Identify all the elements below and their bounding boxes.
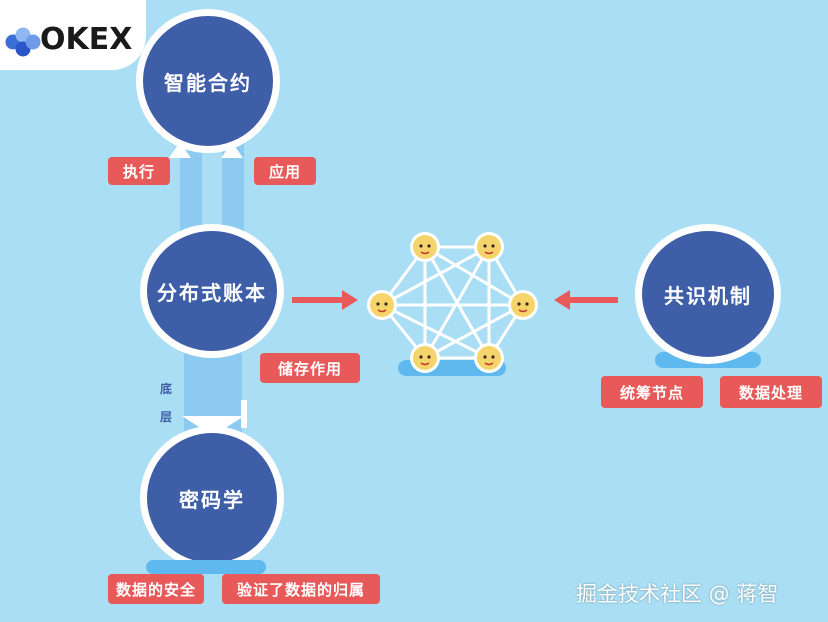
- consensus-node: 共识机制: [635, 224, 781, 364]
- left-arrow-icon: [554, 290, 618, 310]
- network-node-icon: [410, 232, 440, 262]
- pillar-edge-icon: [241, 400, 247, 428]
- network-node-icon: [474, 343, 504, 373]
- crypto-node-shadow: [146, 560, 266, 574]
- tag-execute: 执行: [108, 157, 170, 185]
- tag-data-processing: 数据处理: [720, 376, 822, 408]
- upper-left-pillar: [180, 140, 202, 240]
- crypto-node: 密码学: [140, 426, 284, 570]
- up-arrows-icon: [169, 142, 243, 158]
- network-node-icons: [367, 232, 538, 373]
- right-arrow-icon: [292, 290, 358, 310]
- logo-badge: OKEX: [0, 0, 146, 70]
- tag-storage: 储存作用: [260, 353, 360, 383]
- tag-coordinate-nodes: 统筹节点: [601, 376, 703, 408]
- ledger-node: 分布式账本: [140, 224, 284, 358]
- node-network-graphic: [367, 232, 538, 376]
- network-node-icon: [508, 290, 538, 320]
- tag-apply: 应用: [254, 157, 316, 185]
- watermark-text: 掘金技术社区 @ 蒋智: [576, 582, 779, 606]
- base-label-1: 底: [160, 382, 173, 396]
- upper-right-pillar: [222, 140, 244, 240]
- tag-data-ownership: 验证了数据的归属: [222, 574, 380, 604]
- smart-contract-node: 智能合约: [136, 9, 280, 153]
- network-node-icon: [474, 232, 504, 262]
- logo-text: OKEX: [40, 22, 133, 57]
- tag-data-security: 数据的安全: [108, 574, 204, 604]
- base-label-2: 层: [160, 410, 173, 424]
- network-node-icon: [367, 290, 397, 320]
- network-node-icon: [410, 343, 440, 373]
- okex-logo-icon: [5, 27, 41, 57]
- network-links: [380, 245, 525, 360]
